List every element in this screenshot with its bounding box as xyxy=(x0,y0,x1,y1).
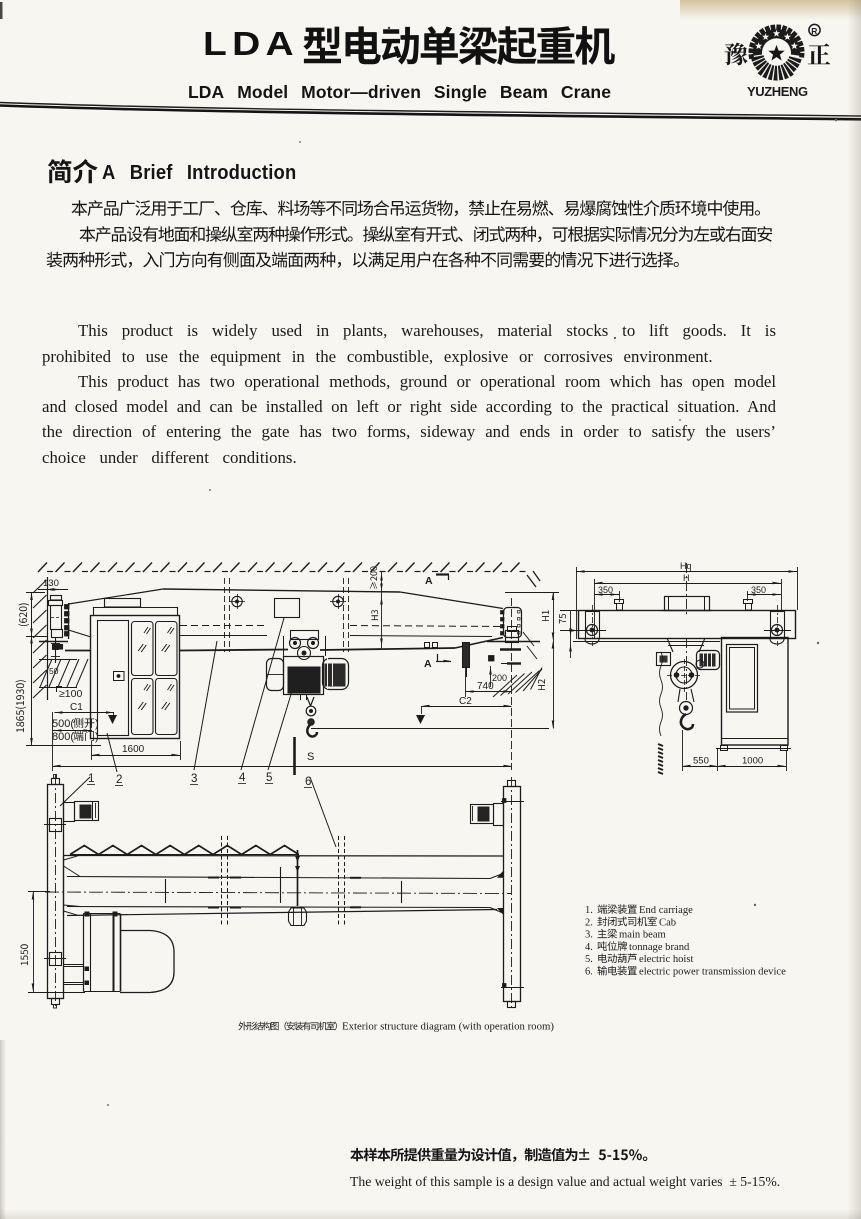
svg-text:740: 740 xyxy=(477,681,494,692)
svg-text:1600: 1600 xyxy=(122,744,145,755)
svg-text:electric hoist: electric hoist xyxy=(639,954,693,965)
svg-text:2: 2 xyxy=(116,774,122,786)
svg-text:C1: C1 xyxy=(70,702,83,713)
svg-text:electric power transmission de: electric power transmission device xyxy=(639,967,786,978)
svg-text:R: R xyxy=(811,26,817,36)
svg-text:6: 6 xyxy=(305,776,311,788)
svg-text:3.: 3. xyxy=(585,930,593,941)
svg-text:5.: 5. xyxy=(585,954,593,965)
svg-text:C2: C2 xyxy=(459,696,472,707)
svg-text:): ) xyxy=(95,718,99,730)
svg-text:A: A xyxy=(425,575,433,587)
svg-text:130: 130 xyxy=(43,578,59,589)
svg-text:350: 350 xyxy=(751,585,766,595)
svg-text:200: 200 xyxy=(492,673,507,683)
svg-text:≥100: ≥100 xyxy=(59,688,82,700)
svg-text:End carriage: End carriage xyxy=(639,905,693,916)
svg-text:5: 5 xyxy=(266,772,272,784)
svg-text:H: H xyxy=(683,573,690,583)
svg-text:800(: 800( xyxy=(52,731,74,743)
svg-text:350: 350 xyxy=(598,585,613,595)
svg-text:4.: 4. xyxy=(585,942,593,953)
svg-text:tonnage brand: tonnage brand xyxy=(629,942,690,953)
svg-text:A: A xyxy=(424,658,432,670)
svg-text:Exterior structure diagram (wi: Exterior structure diagram (with operati… xyxy=(342,1021,554,1033)
svg-text:1: 1 xyxy=(88,773,94,785)
svg-text:Hq: Hq xyxy=(680,561,692,571)
svg-text:2.: 2. xyxy=(585,917,593,928)
svg-text:6.: 6. xyxy=(585,967,593,978)
svg-text:main beam: main beam xyxy=(619,930,667,941)
svg-text:1000: 1000 xyxy=(742,756,763,767)
svg-text:Cab: Cab xyxy=(659,917,676,928)
svg-text:500(: 500( xyxy=(52,718,74,730)
svg-text:3: 3 xyxy=(191,773,197,785)
svg-text:S: S xyxy=(307,751,314,763)
svg-text:550: 550 xyxy=(693,756,709,767)
svg-text:4: 4 xyxy=(239,772,246,784)
svg-text:1.: 1. xyxy=(585,905,593,916)
svg-text:50: 50 xyxy=(49,666,59,676)
svg-text:): ) xyxy=(95,731,99,743)
